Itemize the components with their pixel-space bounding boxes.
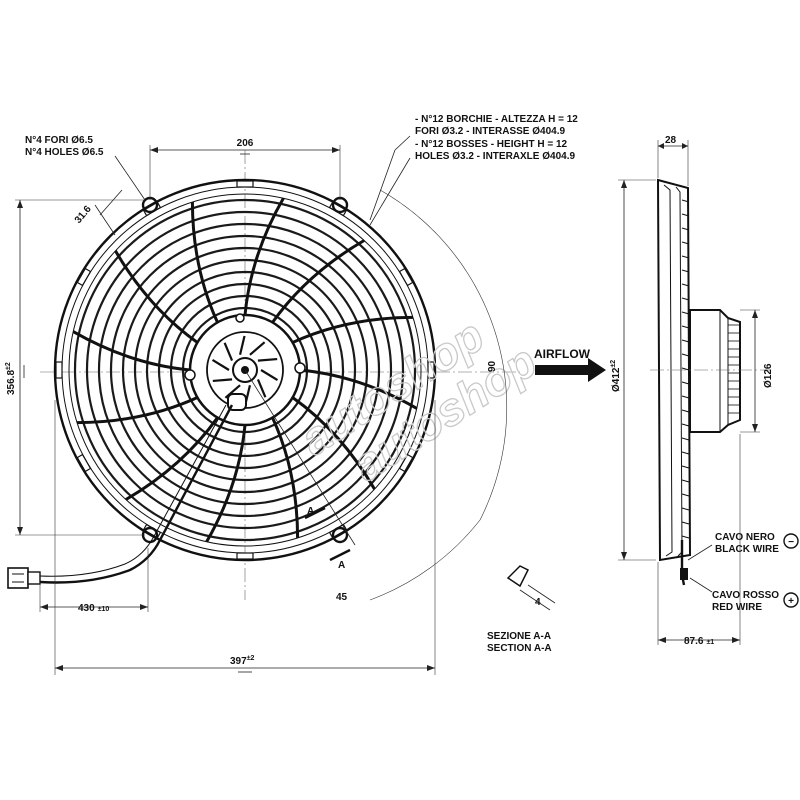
- right-arrow-icon: [535, 358, 606, 382]
- red-wire-label-en: RED WIRE: [712, 602, 762, 613]
- dim-412-label: Ø412±2: [610, 360, 622, 392]
- rim-boss: [398, 453, 414, 473]
- bosses-label-en-1: - N°12 BOSSES - HEIGHT H = 12: [415, 139, 568, 150]
- black-wire-label-it: CAVO NERO: [715, 532, 775, 543]
- svg-text:−: −: [788, 537, 794, 548]
- section-mark-a2: A: [338, 560, 345, 571]
- rim-boss: [398, 267, 414, 287]
- rim-boss: [236, 552, 254, 560]
- grille-ring: [145, 270, 345, 470]
- section-profile: [506, 565, 530, 588]
- grille-spoke: [271, 416, 300, 539]
- grille-ring: [109, 234, 381, 506]
- grille-ring: [97, 222, 393, 518]
- grille-spoke: [299, 368, 418, 410]
- dim-206-label: 206: [237, 138, 254, 149]
- plug-connector-icon: [7, 567, 41, 589]
- dim-356-8-label: 356.8±2: [5, 362, 17, 395]
- grille-spoke: [190, 201, 219, 324]
- front-dimensions: 206 N°4 FORI Ø6.5 N°4 HOLES Ø6.5 31.6 - …: [5, 114, 578, 675]
- rim-boss: [236, 180, 254, 188]
- rim-boss: [76, 267, 92, 287]
- plus-circle-icon: +: [783, 592, 799, 608]
- minus-circle-icon: −: [783, 533, 799, 549]
- mounting-hole: [331, 526, 349, 544]
- grille-ring: [121, 246, 369, 494]
- front-view: [7, 150, 520, 600]
- grille-ring: [169, 294, 321, 446]
- grille-ring: [157, 282, 333, 458]
- section-mark-a1: A: [307, 506, 314, 517]
- grille-spoke: [271, 239, 365, 324]
- rim-boss: [427, 361, 435, 379]
- dim-87-6-label: 87.6±1: [684, 636, 714, 647]
- airflow-indicator: AIRFLOW: [534, 347, 606, 382]
- angle-90-label: 90: [487, 360, 498, 372]
- grille-spoke: [205, 424, 247, 543]
- side-view: 28 Ø412±2 Ø126 CAVO NERO BLACK WIRE − CA…: [610, 135, 799, 647]
- section-dim-4-label: 4: [535, 597, 541, 608]
- grille-spoke: [125, 416, 219, 501]
- grille-spokes: [72, 197, 418, 543]
- grille-spoke: [76, 396, 199, 425]
- grille-rings: [73, 198, 417, 542]
- grille-spoke: [291, 396, 376, 490]
- dim-430-label: 430±10: [78, 603, 109, 614]
- holes-label-it: N°4 FORI Ø6.5: [25, 135, 93, 146]
- grille-spoke: [114, 250, 199, 344]
- angle-45-label: 45: [336, 592, 348, 603]
- bosses-label-en-2: HOLES Ø3.2 - INTERAXLE Ø404.9: [415, 151, 575, 162]
- grille-spoke: [243, 197, 285, 316]
- dim-397-label: 397±2: [230, 655, 255, 667]
- holes-label-en: N°4 HOLES Ø6.5: [25, 147, 104, 158]
- dim-31-6-label: 31.6: [73, 203, 94, 225]
- bosses-label-it-1: - N°12 BORCHIE - ALTEZZA H = 12: [415, 114, 578, 125]
- bosses-label-it-2: FORI Ø3.2 - INTERASSE Ø404.9: [415, 126, 565, 137]
- section-label-it: SEZIONE A-A: [487, 631, 551, 642]
- side-motor-body: [689, 309, 741, 433]
- grille-ring: [73, 198, 417, 542]
- airflow-label: AIRFLOW: [534, 347, 591, 361]
- red-wire-label-it: CAVO ROSSO: [712, 590, 779, 601]
- svg-text:+: +: [788, 596, 794, 607]
- black-wire-label-en: BLACK WIRE: [715, 544, 779, 555]
- grille-spoke: [291, 315, 414, 344]
- grille-spoke: [72, 330, 191, 372]
- fan-shroud-outer: [53, 178, 437, 562]
- rim-boss: [55, 361, 63, 379]
- grille-ring: [85, 210, 405, 530]
- grille-ring: [133, 258, 357, 482]
- rim-boss: [76, 453, 92, 473]
- angle-arc: [379, 189, 508, 521]
- fan-shroud-lip: [68, 193, 422, 547]
- side-wire-terminal: [680, 568, 688, 580]
- motor-hub: [184, 313, 306, 427]
- dim-28-label: 28: [665, 135, 677, 146]
- section-a-a: 4 SEZIONE A-A SECTION A-A: [487, 565, 556, 654]
- power-wire: [39, 404, 234, 584]
- section-label-en: SECTION A-A: [487, 643, 552, 654]
- dim-126-label: Ø126: [763, 363, 774, 388]
